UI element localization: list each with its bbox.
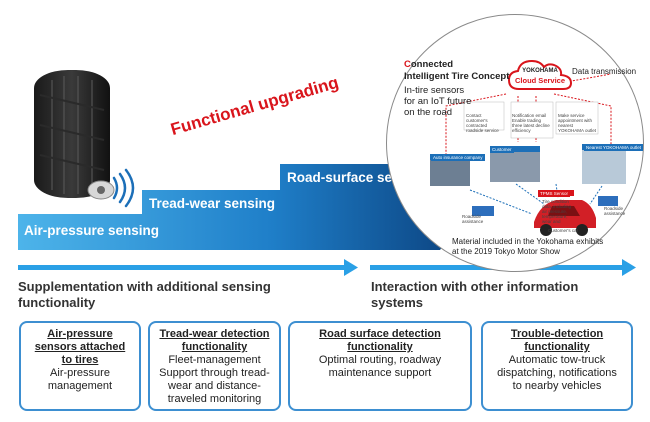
box-title: functionality	[347, 341, 413, 353]
step-tread-wear: Tread-wear sensing	[149, 196, 276, 211]
box-description: to nearby vehicles	[512, 380, 602, 392]
box-title: to tires	[61, 354, 99, 366]
box-title: Tread-wear detection	[159, 328, 270, 340]
box-title: Trouble-detection	[510, 328, 604, 340]
box-air-pressure: Air-pressure sensors attached to tires A…	[19, 321, 141, 411]
concept-diagram	[430, 73, 626, 236]
tpms-label: TPMS Sensor	[538, 190, 571, 197]
subtitle-line-2: for an IoT future	[404, 96, 472, 107]
box-description: management	[47, 380, 113, 392]
box-title: functionality	[181, 341, 248, 353]
section-left-heading: Supplementation with additional sensing …	[18, 279, 271, 311]
tire-sensor-icon	[87, 180, 115, 200]
concept-subtitle: In-tire sensors for an IoT future on the…	[404, 85, 471, 118]
data-transmission-label: Data transmission	[572, 67, 637, 76]
section-left-line-1: Supplementation with additional sensing	[18, 279, 271, 294]
box-description: traveled monitoring	[167, 393, 262, 405]
section-right-heading: Interaction with other information syste…	[371, 279, 578, 311]
concept-title-initial: C	[404, 59, 411, 70]
concept-circle	[386, 14, 644, 272]
wireless-signal-icon	[112, 168, 135, 208]
section-right-line-2: systems	[371, 295, 424, 310]
tire-image	[34, 70, 110, 198]
material-line-2: at the 2019 Tokyo Motor Show	[452, 247, 560, 256]
section-right-line-1: Interaction with other information	[371, 279, 579, 294]
box-description: Optimal routing, roadway	[318, 354, 442, 366]
box-road-surface: Road surface detection functionality Opt…	[288, 321, 472, 411]
box-description: Air-pressure	[50, 367, 110, 379]
box-title: Air-pressure	[47, 328, 113, 340]
box-tread-wear: Tread-wear detection functionality Fleet…	[148, 321, 281, 411]
step-air-pressure: Air-pressure sensing	[24, 223, 160, 238]
subtitle-line-1: In-tire sensors	[404, 85, 465, 96]
box-title: Road surface detection	[319, 328, 441, 340]
car-icon	[534, 200, 596, 236]
section-left-line-2: functionality	[18, 295, 96, 310]
subtitle-line-3: on the road	[404, 107, 453, 118]
cloud-name: Cloud Service	[514, 76, 566, 85]
material-line-1: Material included in the Yokohama exhibi…	[452, 237, 604, 246]
concept-title: Connected Intelligent Tire Concept	[404, 59, 509, 83]
cloud-service-label: YOKOHAMA Cloud Service	[507, 67, 573, 85]
staircase-arrow	[18, 152, 476, 250]
concept-title-rest: onnected	[410, 59, 454, 70]
box-trouble-detection: Trouble-detection functionality Automati…	[481, 321, 633, 411]
box-title: functionality	[524, 341, 590, 353]
box-description: maintenance support	[328, 367, 432, 379]
box-description: wear and distance-	[168, 380, 261, 392]
box-description: dispatching, notifications	[497, 367, 617, 379]
box-description: Support through tread-	[159, 367, 270, 379]
box-description: Automatic tow-truck	[508, 354, 606, 366]
cloud-service-icon	[507, 59, 573, 90]
concept-title-line2: Intelligent Tire Concept	[404, 71, 510, 82]
box-title: sensors attached	[34, 341, 126, 353]
material-note: Material included in the Yokohama exhibi…	[452, 237, 642, 257]
box-description: Fleet-management	[168, 354, 261, 366]
left-progress-arrow	[18, 259, 358, 276]
brand-name: YOKOHAMA	[522, 68, 558, 74]
